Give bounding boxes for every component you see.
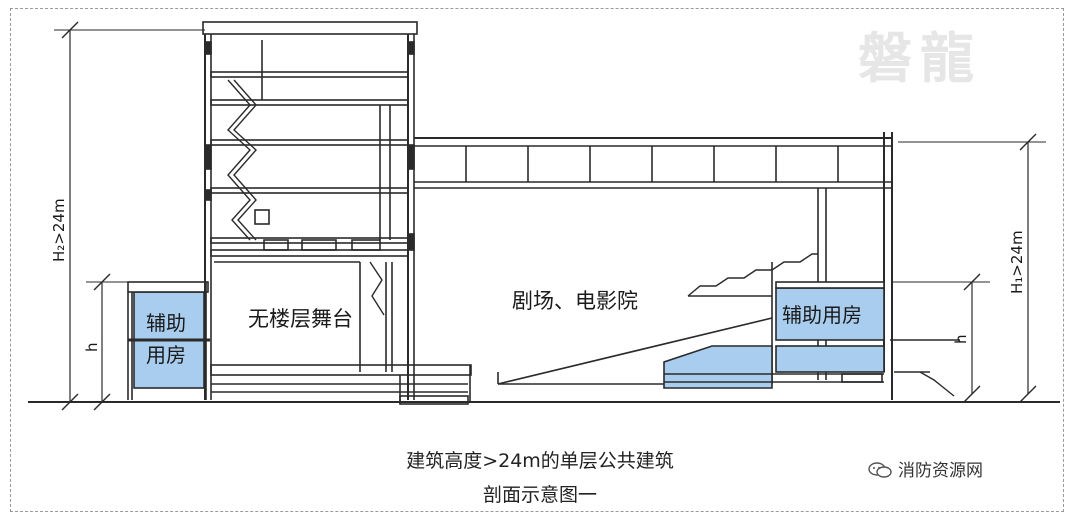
caption-line-2: 剖面示意图一 <box>482 484 597 506</box>
watermark: 消防资源网 <box>868 456 983 481</box>
dim-h1: H₁>24m <box>1008 230 1026 294</box>
label-aux-left-2: 用房 <box>146 343 186 367</box>
label-theater: 剧场、电影院 <box>512 289 638 313</box>
label-stage: 无楼层舞台 <box>248 307 353 331</box>
brand-logo: 磐龍 <box>858 26 982 90</box>
watermark-text: 消防资源网 <box>898 461 983 481</box>
seating-rake <box>497 317 773 385</box>
dim-h-right: h <box>952 334 970 344</box>
wechat-icon <box>868 462 892 478</box>
dashed-frame <box>10 8 1064 512</box>
label-aux-right: 辅助用房 <box>782 303 862 327</box>
dim-h-left: h <box>83 342 101 352</box>
dim-h2: H₂>24m <box>50 198 68 262</box>
label-aux-left-1: 辅助 <box>146 311 186 335</box>
caption-line-1: 建筑高度>24m的单层公共建筑 <box>406 450 674 472</box>
